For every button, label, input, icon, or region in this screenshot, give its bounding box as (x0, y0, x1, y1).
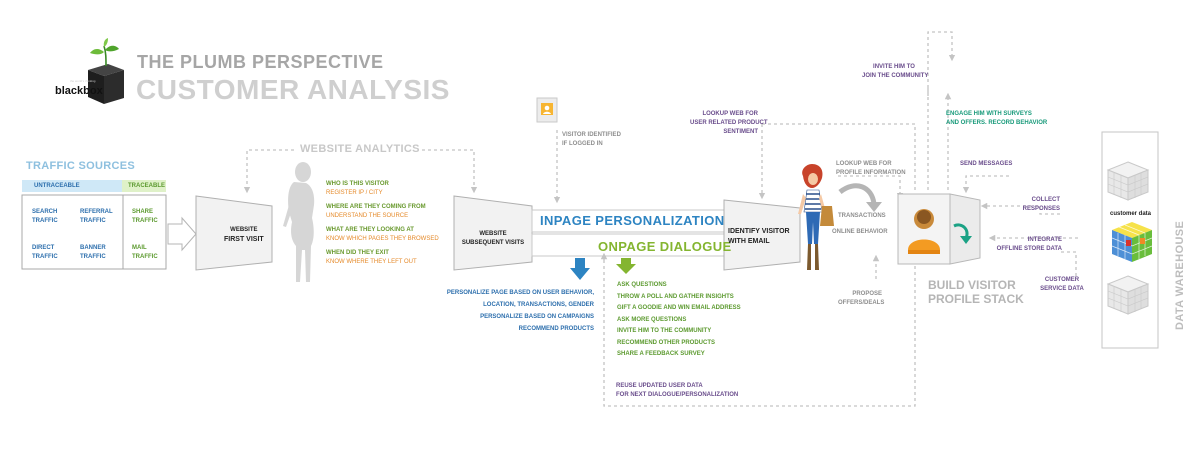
answer-what: KNOW WHICH PAGES THEY BROWSED (326, 236, 439, 242)
blackbox-logo-icon (88, 38, 124, 104)
onpage-items: ASK QUESTIONS THROW A POLL AND GATHER IN… (617, 280, 741, 361)
question-when: WHEN DID THEY EXIT (326, 250, 389, 256)
onpage-dialogue-title: ONPAGE DIALOGUE (598, 239, 732, 254)
send-messages-note: SEND MESSAGES (960, 161, 1013, 167)
brand-tagline: the world’s thinking (70, 79, 96, 83)
onpage-item: ASK QUESTIONS (617, 282, 667, 288)
brand-name: blackbox (55, 85, 103, 97)
untraceable-label: UNTRACEABLE (34, 183, 80, 189)
page-title-line2: CUSTOMER ANALYSIS (136, 74, 450, 105)
onpage-item: SHARE A FEEDBACK SURVEY (617, 351, 705, 357)
profile-avatar-icon (908, 209, 940, 254)
identified-visitor-figure-icon (798, 164, 834, 270)
question-what: WHAT ARE THEY LOOKING AT (326, 227, 414, 233)
inpage-down-arrow-icon (570, 258, 590, 280)
identify-shape (723, 199, 801, 271)
data-warehouse-label: DATA WAREHOUSE (1174, 220, 1186, 330)
personalization-band (531, 209, 729, 257)
inpage-item: PERSONALIZE PAGE BASED ON USER BEHAVIOR, (446, 290, 594, 296)
data-warehouse-label-wrap: DATA WAREHOUSE (1160, 140, 1190, 340)
traceable-label: TRACEABLE (128, 183, 165, 189)
traffic-to-visit-arrow (167, 216, 197, 252)
inpage-item: RECOMMEND PRODUCTS (518, 326, 594, 332)
onpage-item: RECOMMEND OTHER PRODUCTS (617, 339, 716, 346)
analytics-loop-line (243, 149, 478, 194)
answer-when: KNOW WHERE THEY LEFT OUT (326, 259, 417, 265)
analytics-questions: WHO IS THIS VISITOR REGISTER IP / CITY W… (326, 180, 439, 267)
color-cube-icon (1111, 222, 1153, 262)
grey-cube-top-icon (1106, 161, 1150, 201)
traffic-sources-label: TRAFFIC SOURCES (26, 160, 135, 172)
website-analytics-label: WEBSITE ANALYTICS (300, 143, 420, 155)
transactions-curve-arrow (838, 183, 877, 205)
online-behavior-label: ONLINE BEHAVIOR (832, 229, 888, 235)
answer-who: REGISTER IP / CITY (326, 190, 383, 196)
reuse-loop-line (600, 252, 916, 407)
login-badge-icon (536, 97, 558, 123)
subsequent-visit-shape (453, 195, 533, 271)
onpage-item: ASK MORE QUESTIONS (617, 316, 687, 323)
page-title-line1: THE PLUMB PERSPECTIVE (137, 52, 384, 72)
onpage-item: THROW A POLL AND GATHER INSIGHTS (617, 293, 734, 300)
first-visit-shape (195, 195, 273, 271)
community-connectors (927, 31, 1078, 276)
refresh-arrow-icon (953, 223, 972, 244)
identify-connectors (758, 123, 916, 280)
answer-where: UNDERSTAND THE SOURCE (326, 213, 409, 219)
inpage-item: PERSONALIZE BASED ON CAMPAIGNS (480, 314, 594, 320)
traffic-sources-panel (21, 180, 167, 270)
inpage-personalization-title: INPAGE PERSONALIZATION (540, 213, 725, 228)
visitor-silhouette-icon (283, 162, 315, 282)
question-who: WHO IS THIS VISITOR (326, 181, 389, 187)
inpage-item: LOCATION, TRANSACTIONS, GENDER (483, 302, 594, 308)
grey-cube-bottom-icon (1106, 275, 1150, 315)
inpage-items: PERSONALIZE PAGE BASED ON USER BEHAVIOR,… (446, 287, 594, 335)
onpage-down-arrow-icon (616, 258, 636, 274)
customer-data-label: customer data (1110, 211, 1152, 217)
transactions-label: TRANSACTIONS (838, 213, 886, 219)
onpage-item: GIFT A GOODIE AND WIN EMAIL ADDRESS (617, 305, 741, 311)
onpage-item: INVITE HIM TO THE COMMUNITY (617, 328, 712, 334)
question-where: WHERE ARE THEY COMING FROM (326, 204, 426, 210)
